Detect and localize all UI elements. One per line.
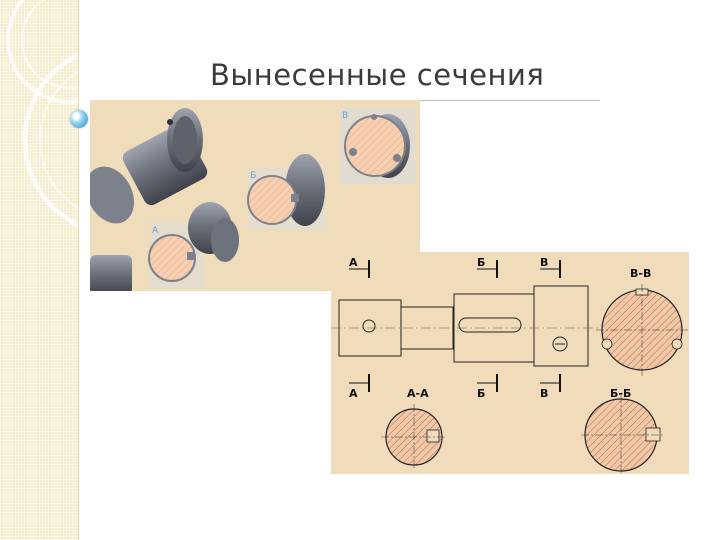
cut-label-b-top: Б <box>477 256 485 269</box>
section-drawing-svg: А Б В А Б В В-В А-А Б-Б <box>331 256 688 473</box>
decorative-arcs <box>6 0 78 228</box>
shaft-model-drawing: В Б А <box>90 108 416 291</box>
section-b-b <box>581 395 663 473</box>
shaft-model-image: В Б А <box>90 100 420 291</box>
section-label-v-v: В-В <box>630 267 651 280</box>
cut-label-b-bottom: Б <box>477 387 485 400</box>
section-label-a-a: А-А <box>407 387 429 400</box>
cut-label-a-top: А <box>349 256 358 269</box>
section-v-v <box>596 284 688 376</box>
cut-label-a-bottom: А <box>349 387 358 400</box>
callout-b: Б <box>250 171 256 181</box>
decorative-sidebar <box>0 0 79 540</box>
cut-label-v-bottom: В <box>540 387 548 400</box>
callout-v: В <box>342 111 348 121</box>
bullet-icon <box>70 110 88 128</box>
cut-label-v-top: В <box>540 256 548 269</box>
slide-title: Вынесенные сечения <box>210 58 545 92</box>
section-label-b-b: Б-Б <box>610 387 631 400</box>
section-a-a <box>381 404 447 470</box>
section-drawing: А Б В А Б В В-В А-А Б-Б <box>331 252 689 474</box>
callout-a: А <box>152 226 159 236</box>
